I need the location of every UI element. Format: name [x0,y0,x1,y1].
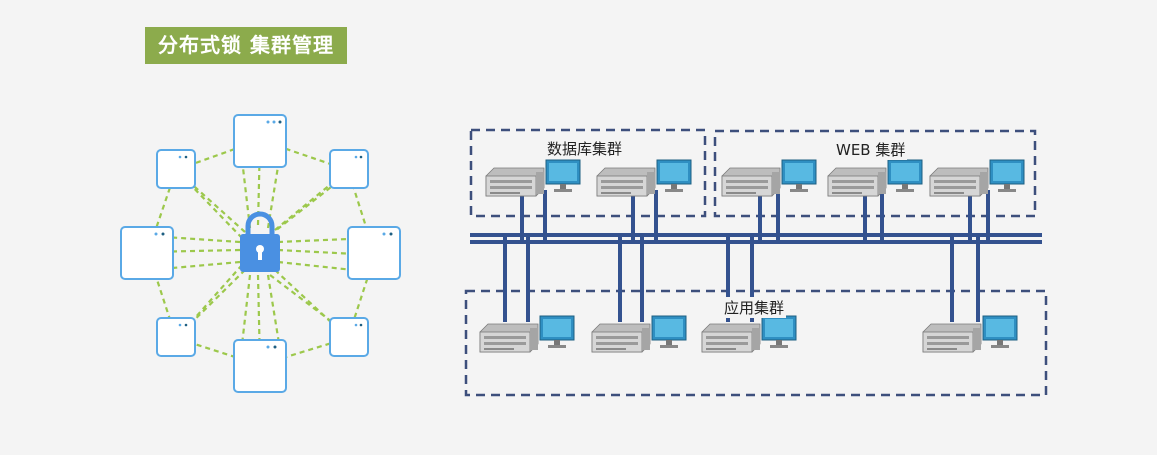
database-cluster-box [469,128,707,218]
web-cluster-label: WEB 集群 [834,139,908,160]
server-window-icon [347,226,401,280]
web-cluster-box [713,129,1037,218]
server-icon [701,315,797,353]
server-icon [922,315,1018,353]
server-window-icon [156,149,196,189]
server-window-icon [233,114,287,168]
network-bus [470,233,1042,244]
server-icon [827,159,923,197]
database-cluster-label: 数据库集群 [545,138,625,159]
server-icon [591,315,687,353]
server-icon [485,159,581,197]
app-cluster-label: 应用集群 [722,297,787,318]
app-servers [479,315,1018,353]
cluster-nodes [120,114,401,393]
web-servers [721,159,1025,197]
server-icon [929,159,1025,197]
server-window-icon [233,339,287,393]
page-title: 分布式锁 集群管理 [145,27,347,64]
app-cluster-box [464,289,1048,397]
server-window-icon [329,317,369,357]
server-window-icon [329,149,369,189]
database-servers [485,159,692,197]
server-icon [596,159,692,197]
server-icon [721,159,817,197]
lock-icon [240,211,280,272]
server-window-icon [156,317,196,357]
server-window-icon [120,226,174,280]
